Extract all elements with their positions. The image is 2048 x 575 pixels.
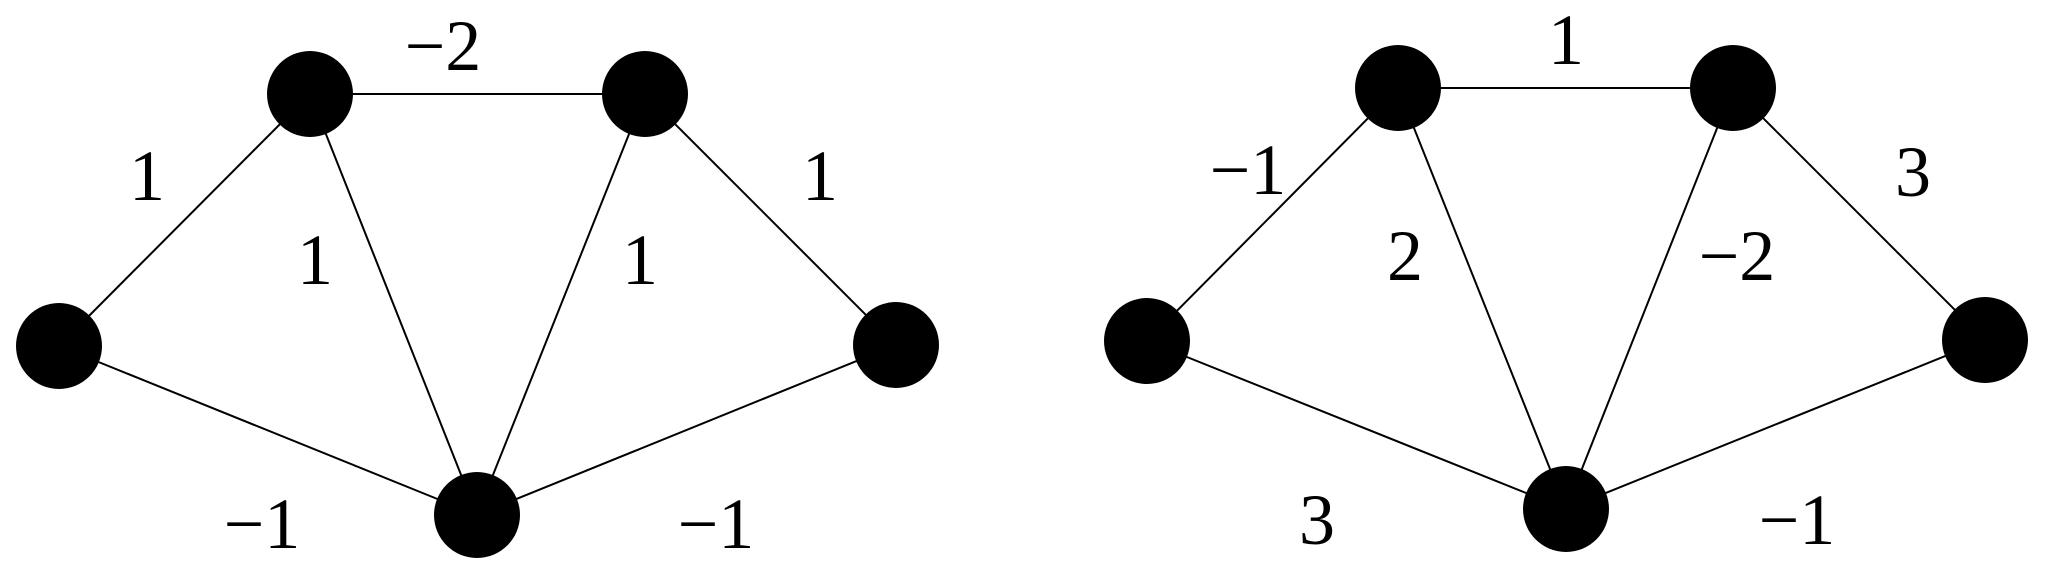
- graph-edge: [1175, 117, 1370, 312]
- nodes-group: [16, 45, 2028, 558]
- edge-weight-label: 1: [129, 136, 165, 216]
- graph-edge: [1412, 126, 1552, 471]
- graph-node: [434, 472, 520, 558]
- edge-weight-label: 1: [1548, 0, 1584, 80]
- graph-node: [267, 51, 353, 137]
- edges-group: [87, 87, 1957, 501]
- edge-weight-label: −1: [223, 484, 301, 564]
- graph-node: [602, 51, 688, 137]
- edge-weight-label: 3: [1299, 480, 1335, 560]
- graph-node: [1355, 45, 1441, 131]
- graph-edge: [87, 123, 282, 317]
- graph-node: [1690, 45, 1776, 131]
- edge-weight-label: 2: [1387, 216, 1423, 296]
- graph-node: [1104, 298, 1190, 384]
- graph-edge: [324, 132, 463, 477]
- graph-node: [1942, 297, 2028, 383]
- edge-weight-label: 1: [297, 220, 333, 300]
- edge-weight-label: 3: [1895, 132, 1931, 212]
- edge-weight-label: 1: [622, 220, 658, 300]
- edge-weight-label: −2: [1698, 216, 1776, 296]
- edge-weight-label: −2: [404, 6, 482, 86]
- graph-node: [853, 302, 939, 388]
- graph-edge: [673, 122, 868, 317]
- graph-node: [16, 303, 102, 389]
- graph-edge: [1185, 355, 1528, 495]
- graph-edge: [491, 132, 631, 477]
- graph-edge: [515, 359, 858, 501]
- edge-weight-label: 1: [802, 136, 838, 216]
- graph-edge: [1761, 116, 1957, 312]
- edge-weight-label: −1: [1209, 130, 1287, 210]
- graph-edge: [1604, 354, 1947, 495]
- graph-edge: [97, 360, 439, 501]
- graph-edge: [1580, 126, 1719, 471]
- graph-node: [1523, 466, 1609, 552]
- edge-weight-label: −1: [1758, 480, 1836, 560]
- edge-weight-label: −1: [677, 484, 755, 564]
